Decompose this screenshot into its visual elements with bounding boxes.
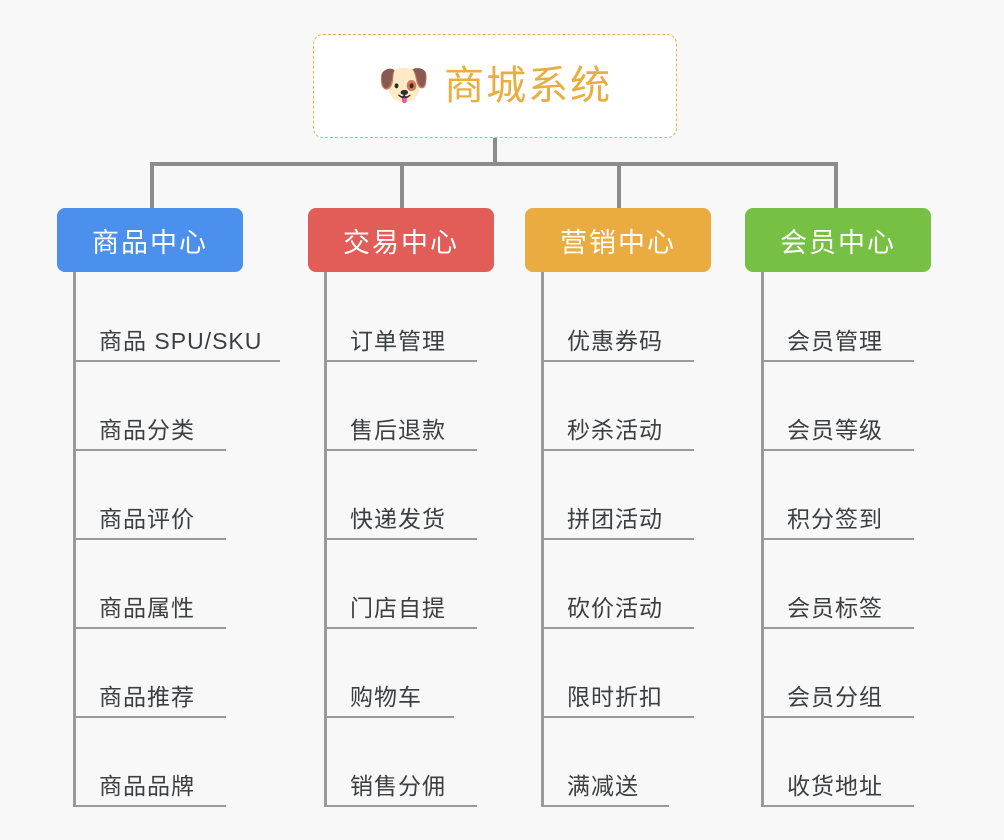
list-item-label: 会员等级 (787, 417, 883, 443)
list-item[interactable]: 会员管理 (745, 273, 945, 362)
list-item[interactable]: 购物车 (308, 629, 508, 718)
list-item-label: 砍价活动 (567, 595, 663, 621)
list-item[interactable]: 会员分组 (745, 629, 945, 718)
branch-header-2[interactable]: 交易中心 (308, 208, 494, 272)
list-item-label: 积分签到 (787, 506, 883, 532)
leaf-rule (324, 716, 454, 718)
leaf-rule (324, 805, 477, 807)
list-item[interactable]: 限时折扣 (525, 629, 725, 718)
root-title: 商城系统 (444, 64, 613, 108)
connector-drop-1 (150, 162, 154, 208)
list-item-label: 订单管理 (350, 328, 446, 354)
list-item[interactable]: 积分签到 (745, 451, 945, 540)
leaf-rule (324, 449, 477, 451)
list-item-label: 商品分类 (99, 417, 195, 443)
connector-drop-4 (834, 162, 838, 208)
list-item[interactable]: 商品推荐 (57, 629, 267, 718)
list-item[interactable]: 满减送 (525, 718, 725, 807)
list-item-label: 商品评价 (99, 506, 195, 532)
leaf-rule (73, 538, 226, 540)
list-item-label: 商品属性 (99, 595, 195, 621)
leaf-rule (761, 716, 914, 718)
list-item[interactable]: 商品 SPU/SKU (57, 273, 280, 362)
leaf-rule (541, 360, 694, 362)
list-item[interactable]: 拼团活动 (525, 451, 725, 540)
branch-column-2: 交易中心 订单管理 售后退款 快递发货 门店自提 购物车 (308, 208, 508, 807)
list-item[interactable]: 售后退款 (308, 362, 508, 451)
branch-column-3: 营销中心 优惠券码 秒杀活动 拼团活动 砍价活动 限时折扣 (525, 208, 725, 807)
list-item-label: 优惠券码 (567, 328, 663, 354)
list-item-label: 满减送 (567, 773, 639, 799)
leaf-rule (73, 805, 226, 807)
list-item-label: 限时折扣 (567, 684, 663, 710)
leaf-rule (761, 449, 914, 451)
leaf-rule (541, 627, 694, 629)
list-item-label: 商品品牌 (99, 773, 195, 799)
list-item-label: 收货地址 (787, 773, 883, 799)
list-item[interactable]: 会员等级 (745, 362, 945, 451)
branch-items-3: 优惠券码 秒杀活动 拼团活动 砍价活动 限时折扣 满减送 (525, 272, 725, 807)
list-item-label: 快递发货 (350, 506, 446, 532)
branch-header-1-label: 商品中心 (92, 227, 208, 258)
branch-column-1: 商品中心 商品 SPU/SKU 商品分类 商品评价 商品属性 商品推荐 (57, 208, 280, 807)
list-item-label: 会员标签 (787, 595, 883, 621)
leaf-rule (73, 716, 226, 718)
dog-face-icon: 🐶 (377, 61, 431, 108)
branch-header-4-label: 会员中心 (780, 227, 896, 258)
branch-items-4: 会员管理 会员等级 积分签到 会员标签 会员分组 收货地址 (745, 272, 945, 807)
list-item-label: 销售分佣 (350, 773, 446, 799)
branch-header-3[interactable]: 营销中心 (525, 208, 711, 272)
branch-header-3-label: 营销中心 (560, 227, 676, 258)
branch-header-4[interactable]: 会员中心 (745, 208, 931, 272)
leaf-rule (324, 538, 477, 540)
list-item-label: 会员分组 (787, 684, 883, 710)
list-item[interactable]: 会员标签 (745, 540, 945, 629)
list-item-label: 会员管理 (787, 328, 883, 354)
list-item-label: 门店自提 (350, 595, 446, 621)
leaf-rule (761, 360, 914, 362)
leaf-rule (541, 449, 694, 451)
list-item-label: 商品 SPU/SKU (99, 328, 263, 354)
leaf-rule (541, 805, 669, 807)
branch-items-2: 订单管理 售后退款 快递发货 门店自提 购物车 销售分佣 (308, 272, 508, 807)
connector-stem (493, 138, 497, 164)
leaf-rule (73, 360, 280, 362)
branch-items-1: 商品 SPU/SKU 商品分类 商品评价 商品属性 商品推荐 商品品牌 (57, 272, 280, 807)
leaf-rule (73, 449, 226, 451)
list-item[interactable]: 优惠券码 (525, 273, 725, 362)
branch-column-4: 会员中心 会员管理 会员等级 积分签到 会员标签 会员分组 (745, 208, 945, 807)
list-item[interactable]: 商品属性 (57, 540, 267, 629)
leaf-rule (761, 805, 914, 807)
connector-drop-3 (617, 162, 621, 208)
list-item[interactable]: 砍价活动 (525, 540, 725, 629)
leaf-rule (324, 360, 477, 362)
connector-bar (150, 162, 838, 166)
leaf-rule (761, 627, 914, 629)
list-item-label: 售后退款 (350, 417, 446, 443)
leaf-rule (324, 627, 477, 629)
connector-drop-2 (400, 162, 404, 208)
list-item[interactable]: 销售分佣 (308, 718, 508, 807)
list-item-label: 秒杀活动 (567, 417, 663, 443)
list-item-label: 拼团活动 (567, 506, 663, 532)
list-item[interactable]: 快递发货 (308, 451, 508, 540)
list-item[interactable]: 商品分类 (57, 362, 267, 451)
list-item-label: 购物车 (350, 684, 422, 710)
list-item[interactable]: 订单管理 (308, 273, 508, 362)
list-item[interactable]: 秒杀活动 (525, 362, 725, 451)
leaf-rule (541, 716, 694, 718)
leaf-rule (541, 538, 694, 540)
list-item[interactable]: 商品评价 (57, 451, 267, 540)
list-item[interactable]: 收货地址 (745, 718, 945, 807)
branch-header-2-label: 交易中心 (343, 227, 459, 258)
branch-header-1[interactable]: 商品中心 (57, 208, 243, 272)
list-item-label: 商品推荐 (99, 684, 195, 710)
root-node[interactable]: 🐶 商城系统 (313, 34, 677, 138)
leaf-rule (761, 538, 914, 540)
list-item[interactable]: 门店自提 (308, 540, 508, 629)
list-item[interactable]: 商品品牌 (57, 718, 267, 807)
leaf-rule (73, 627, 226, 629)
